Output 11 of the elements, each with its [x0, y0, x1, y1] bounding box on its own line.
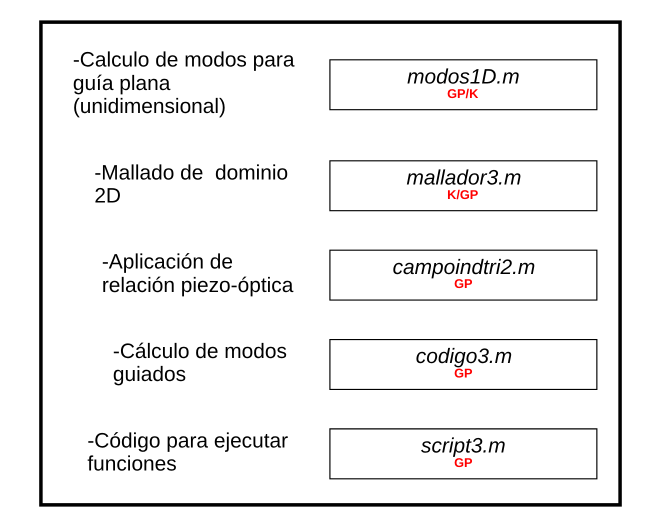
node-label: -Mallado de dominio 2D: [94, 161, 288, 208]
cluster: [39, 20, 622, 507]
node-box: campoindtri2.m GP: [329, 250, 598, 301]
node-box: mallador3.m K/GP: [329, 160, 598, 212]
node-label: -Aplicación de relación piezo-óptica: [102, 250, 294, 297]
node-label: -Código para ejecutar funciones: [87, 429, 288, 476]
node-label: -Cálculo de modos guiados: [112, 340, 287, 386]
node-box: modos1D.m GP/K: [329, 59, 598, 110]
node-label: -Calculo de modos para guía plana (unidimensional): [72, 48, 294, 118]
node-box: codigo3.m GP: [329, 338, 598, 390]
node-box: script3.m GP: [329, 428, 598, 480]
